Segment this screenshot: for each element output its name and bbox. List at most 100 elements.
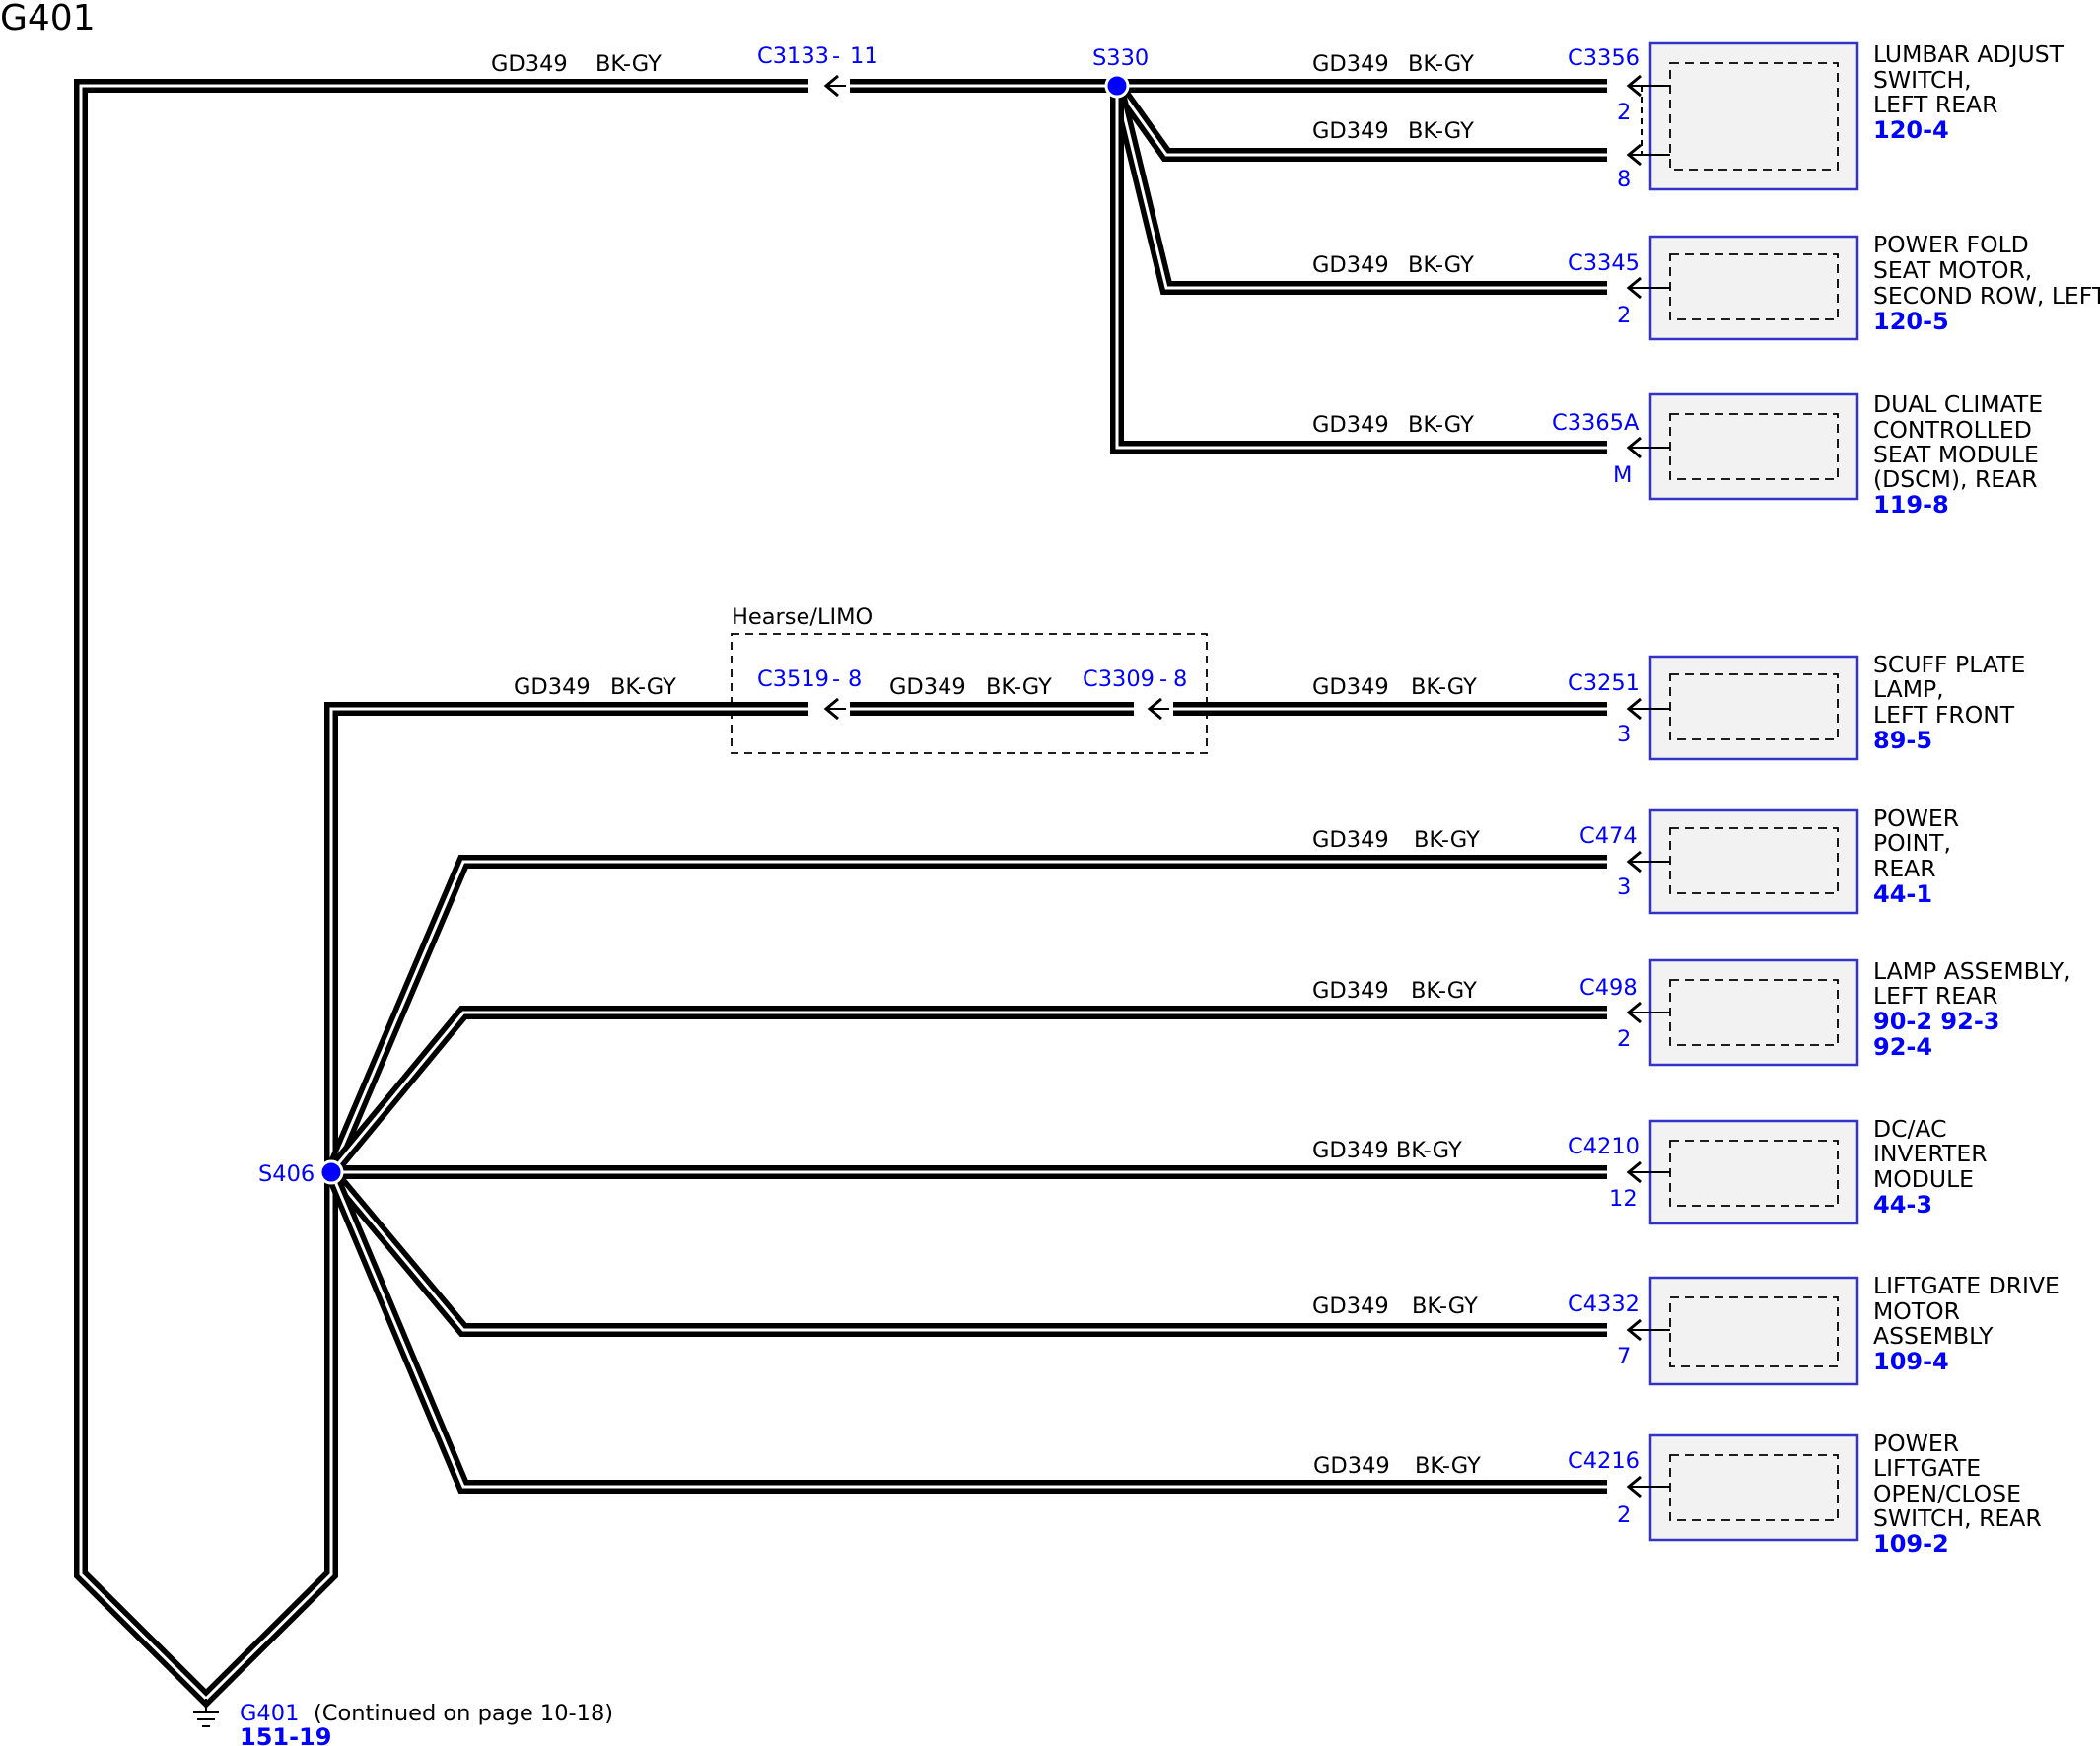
wire-code-label: GD349 <box>889 674 966 700</box>
wire-s406-to-c4332 <box>325 1167 1607 1337</box>
option-label: Hearse/LIMO <box>732 604 873 630</box>
wire-code-label: GD349 <box>1312 412 1389 438</box>
pin-label: 7 <box>1617 1344 1631 1369</box>
connector-separator: - <box>1159 666 1167 692</box>
component-name-line: OPEN/CLOSE <box>1873 1480 2021 1507</box>
component-name-line: SEAT MODULE <box>1873 441 2039 468</box>
wire-color-label: BK-GY <box>1408 51 1474 77</box>
wire-s406-to-c4216 <box>324 1169 1607 1494</box>
component-name-line: MODULE <box>1873 1165 1974 1193</box>
wire-s406-to-c498 <box>325 1006 1607 1177</box>
component-name-line: SWITCH, <box>1873 66 1972 94</box>
page-reference-link[interactable]: 44-3 <box>1873 1191 1932 1219</box>
component-name-line: (DSCM), REAR <box>1873 465 2038 493</box>
component-name-line: DC/AC <box>1873 1115 1947 1143</box>
page-reference-link[interactable]: 151-19 <box>240 1723 331 1746</box>
pin-label: 2 <box>1617 1026 1631 1052</box>
ground-icon <box>193 1699 219 1727</box>
component-name-line: LEFT REAR <box>1873 91 1997 118</box>
ground-g401: G401 (Continued on page 10-18) 151-19 <box>193 1699 613 1746</box>
wire-code-label: GD349 <box>1312 1293 1389 1319</box>
pin-label: 3 <box>1617 874 1631 900</box>
component-name-line: LUMBAR ADJUST <box>1873 40 2065 68</box>
connector-separator: - <box>832 666 840 692</box>
component-lumbar-adjust-switch: C3356 2 8 LUMBAR ADJUST SWITCH, LEFT REA… <box>1568 40 2065 192</box>
wire-code-label: GD349 <box>491 51 568 77</box>
component-name-line: LEFT REAR <box>1873 982 1997 1010</box>
wire-color-label: BK-GY <box>1412 1293 1478 1319</box>
component-name-line: LEFT FRONT <box>1873 701 2015 729</box>
wire-code-label: GD349 <box>1313 1453 1390 1479</box>
splice-label: S406 <box>258 1161 315 1187</box>
component-name-line: ASSEMBLY <box>1873 1322 1994 1350</box>
component-dual-climate-seat-module: C3365A M DUAL CLIMATE CONTROLLED SEAT MO… <box>1552 390 2043 519</box>
component-name-line: INVERTER <box>1873 1140 1988 1167</box>
wire-code-label: GD349 <box>1312 827 1389 853</box>
component-name-line: LIFTGATE DRIVE <box>1873 1272 2060 1299</box>
wire-color-label: BK-GY <box>595 51 662 77</box>
pin-label: M <box>1613 462 1632 488</box>
connector-label: C3251 <box>1568 670 1640 696</box>
connector-pin-label: 8 <box>1173 666 1187 692</box>
wire-s330-to-c3365a <box>1110 86 1607 454</box>
component-name-line: POINT, <box>1873 829 1951 857</box>
component-name-line: CONTROLLED <box>1873 416 2032 444</box>
connector-label: C4216 <box>1568 1448 1640 1474</box>
connector-label: C3356 <box>1568 45 1640 71</box>
component-name-line: LIFTGATE <box>1873 1454 1981 1482</box>
inline-connector-c3309: C3309 - 8 <box>1083 666 1187 721</box>
connector-label: C4332 <box>1568 1292 1640 1317</box>
connector-label: C4210 <box>1568 1134 1640 1159</box>
pin-label: 3 <box>1617 722 1631 747</box>
wire-label: GD349 BK-GY <box>1312 1138 1462 1163</box>
wire-s330-to-c3356-pin8 <box>1111 81 1607 162</box>
wire-color-label: BK-GY <box>1411 674 1477 700</box>
wire-code-label: GD349 <box>1312 978 1389 1004</box>
connector-label: C3365A <box>1552 410 1640 436</box>
connector-pin-label: 8 <box>848 666 862 692</box>
option-hearse-limo: Hearse/LIMO <box>731 604 1208 754</box>
wire-code-label: GD349 <box>1312 252 1389 278</box>
component-scuff-plate-lamp: C3251 3 SCUFF PLATE LAMP, LEFT FRONT 89-… <box>1568 651 2025 761</box>
component-dc-ac-inverter-module: C4210 12 DC/AC INVERTER MODULE 44-3 <box>1568 1115 1988 1225</box>
pin-label: 2 <box>1617 100 1631 125</box>
wire-code-label: GD349 <box>1312 51 1389 77</box>
component-name-line: DUAL CLIMATE <box>1873 390 2043 418</box>
component-name-line: REAR <box>1873 855 1936 882</box>
wire-color-label: BK-GY <box>1415 1453 1481 1479</box>
connector-separator: - <box>832 43 840 69</box>
pin-label: 2 <box>1617 303 1631 328</box>
component-power-liftgate-switch: C4216 2 POWER LIFTGATE OPEN/CLOSE SWITCH… <box>1568 1430 2042 1558</box>
page-reference-link[interactable]: 90-2 92-3 <box>1873 1008 1999 1035</box>
page-reference-link[interactable]: 92-4 <box>1873 1033 1932 1061</box>
connector-label: C3345 <box>1568 250 1640 276</box>
page-reference-link[interactable]: 109-4 <box>1873 1348 1949 1375</box>
connector-label: C3519 <box>757 666 829 692</box>
wire-color-label: BK-GY <box>986 674 1052 700</box>
page-reference-link[interactable]: 109-2 <box>1873 1530 1949 1558</box>
continuation-note: (Continued on page 10-18) <box>314 1701 613 1726</box>
splice-label: S330 <box>1092 45 1149 71</box>
page-reference-link[interactable]: 119-8 <box>1873 491 1949 519</box>
component-power-point: C474 3 POWER POINT, REAR 44-1 <box>1579 804 1959 915</box>
ground-label: G401 <box>240 1701 299 1726</box>
wire-color-label: BK-GY <box>1414 827 1480 853</box>
wire-network <box>74 79 1607 1709</box>
connector-label: C474 <box>1579 823 1638 849</box>
component-name-line: LAMP ASSEMBLY, <box>1873 957 2071 985</box>
component-name-line: POWER <box>1873 1430 1959 1457</box>
wire-s330-to-c3345 <box>1110 84 1607 295</box>
page-reference-link[interactable]: 44-1 <box>1873 880 1932 908</box>
wire-color-label: BK-GY <box>1411 978 1477 1004</box>
component-liftgate-drive-motor: C4332 7 LIFTGATE DRIVE MOTOR ASSEMBLY 10… <box>1568 1272 2060 1386</box>
page-reference-link[interactable]: 120-5 <box>1873 308 1949 335</box>
wire-color-label: BK-GY <box>1408 118 1474 144</box>
connector-pin-label: 11 <box>850 43 878 69</box>
wire-color-label: BK-GY <box>610 674 676 700</box>
page-reference-link[interactable]: 89-5 <box>1873 727 1932 754</box>
pin-label: 8 <box>1617 167 1631 192</box>
component-lamp-assembly: C498 2 LAMP ASSEMBLY, LEFT REAR 90-2 92-… <box>1579 957 2071 1067</box>
wire-s406-to-c474 <box>324 855 1607 1175</box>
page-reference-link[interactable]: 120-4 <box>1873 116 1949 144</box>
